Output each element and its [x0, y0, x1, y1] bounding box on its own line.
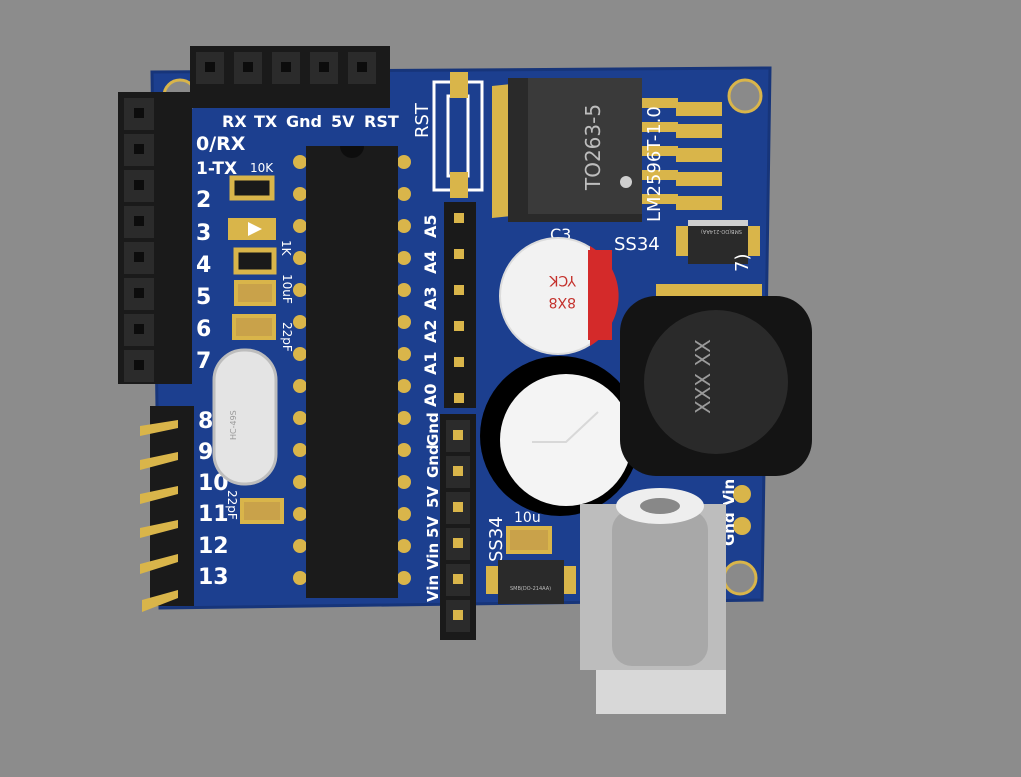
cap-top-text: YCK — [548, 272, 577, 288]
capacitor-10uf — [234, 280, 276, 306]
power-label-gnd-2: Gnd — [424, 444, 442, 478]
power-label-5v-1: 5V — [424, 486, 442, 508]
resistor-1k — [233, 247, 277, 275]
power-header-pins — [446, 420, 470, 632]
rst-button — [446, 94, 470, 178]
cap-small-label: 10u — [514, 510, 541, 526]
cap-bottom-text: 8X8 — [549, 294, 576, 310]
capacitor-c3-stripe-band — [588, 250, 612, 340]
label-22pf-top: 22pF — [280, 322, 294, 352]
left-header-pins — [124, 98, 154, 382]
diode-top-body-text: SMB(DO-214AA) — [701, 228, 742, 234]
capacitor-22pf-bottom — [240, 498, 284, 524]
mounting-hole-icon — [722, 560, 758, 596]
label-10k: 10K — [250, 161, 274, 175]
label-1k: 1K — [279, 240, 293, 257]
inductor-core — [644, 310, 788, 454]
dip-ic-pads — [293, 155, 411, 585]
left-label-6: 6 — [196, 317, 211, 342]
regulator-top-face — [528, 78, 642, 214]
capacitor-large-vent — [532, 411, 599, 443]
rst-pad-bottom — [450, 172, 468, 198]
left-pin-header-gold-pins — [140, 420, 178, 612]
analog-header-pins — [454, 213, 464, 403]
dc-jack-hole — [640, 498, 680, 514]
diode-bottom-body-text: SMB(DO-214AA) — [510, 586, 551, 592]
regulator-package-label: TO263-5 — [581, 104, 605, 191]
analog-label-a2: A2 — [421, 319, 440, 343]
diode-bottom — [498, 560, 564, 604]
left-pin-label-12: 12 — [198, 534, 229, 559]
power-label-vin-2: Vin — [424, 575, 442, 602]
power-label-vin-1: Vin — [424, 543, 442, 570]
top-header-pins — [196, 52, 376, 84]
capacitor-22pf-top — [232, 314, 276, 340]
top-header-label-rx: RX — [222, 112, 247, 131]
label-10uf: 10uF — [280, 274, 294, 304]
regulator-part-label: LM2596T-1.0 — [644, 106, 665, 222]
rst-pad-top — [450, 72, 468, 98]
left-pin-label-9: 9 — [198, 440, 213, 465]
left-label-0rx: 0/RX — [196, 133, 246, 155]
left-label-4: 4 — [196, 253, 211, 278]
diode-arrow-icon — [248, 222, 262, 236]
diode-top — [688, 220, 748, 264]
dip-ic-notch — [340, 146, 364, 158]
left-pin-label-11: 11 — [198, 502, 229, 527]
analog-header — [444, 202, 476, 408]
left-pin-header — [150, 406, 194, 606]
left-label-3: 3 — [196, 221, 211, 246]
label-22pf-bottom: 22pF — [225, 490, 239, 520]
pad-vin-icon — [733, 517, 751, 535]
left-label-1tx: 1-TX — [196, 159, 237, 179]
left-pin-label-13: 13 — [198, 565, 229, 590]
top-header-label-tx: TX — [254, 112, 278, 131]
cap-small — [506, 526, 552, 554]
crystal — [212, 348, 278, 486]
mounting-hole-icon — [727, 78, 763, 114]
analog-label-a3: A3 — [421, 286, 440, 310]
left-label-2: 2 — [196, 188, 211, 213]
dc-jack-cylinder — [612, 510, 708, 666]
l-suffix-label: 7) — [732, 254, 753, 272]
regulator-dot-icon — [620, 176, 632, 188]
top-header-label-rst: RST — [364, 112, 399, 131]
left-pin-label-8: 8 — [198, 409, 213, 434]
dip-ic — [306, 146, 398, 598]
rst-label: RST — [412, 102, 433, 138]
diode-bottom-label: SS34 — [486, 516, 507, 562]
power-label-gnd-1: Gnd — [424, 412, 442, 446]
left-label-7: 7 — [196, 349, 211, 374]
analog-label-a4: A4 — [421, 250, 440, 274]
capacitor-large — [500, 374, 632, 506]
diode-top-band — [688, 220, 748, 226]
top-header-label-5v: 5V — [331, 112, 355, 131]
crystal-label: HC-49S — [229, 410, 238, 440]
pad-gnd-icon — [733, 485, 751, 503]
power-label-5v-2: 5V — [424, 516, 442, 538]
analog-label-a1: A1 — [421, 351, 440, 375]
resistor-10k — [229, 175, 275, 201]
analog-label-a0: A0 — [421, 383, 440, 407]
analog-label-a5: A5 — [421, 214, 440, 238]
diode-top-label: SS34 — [614, 234, 660, 255]
top-header-label-gnd: Gnd — [286, 112, 322, 131]
vin-label-right: Vin — [720, 479, 738, 506]
regulator-leads — [642, 98, 722, 210]
inductor-text: XXX XX — [691, 339, 715, 414]
left-label-5: 5 — [196, 285, 211, 310]
